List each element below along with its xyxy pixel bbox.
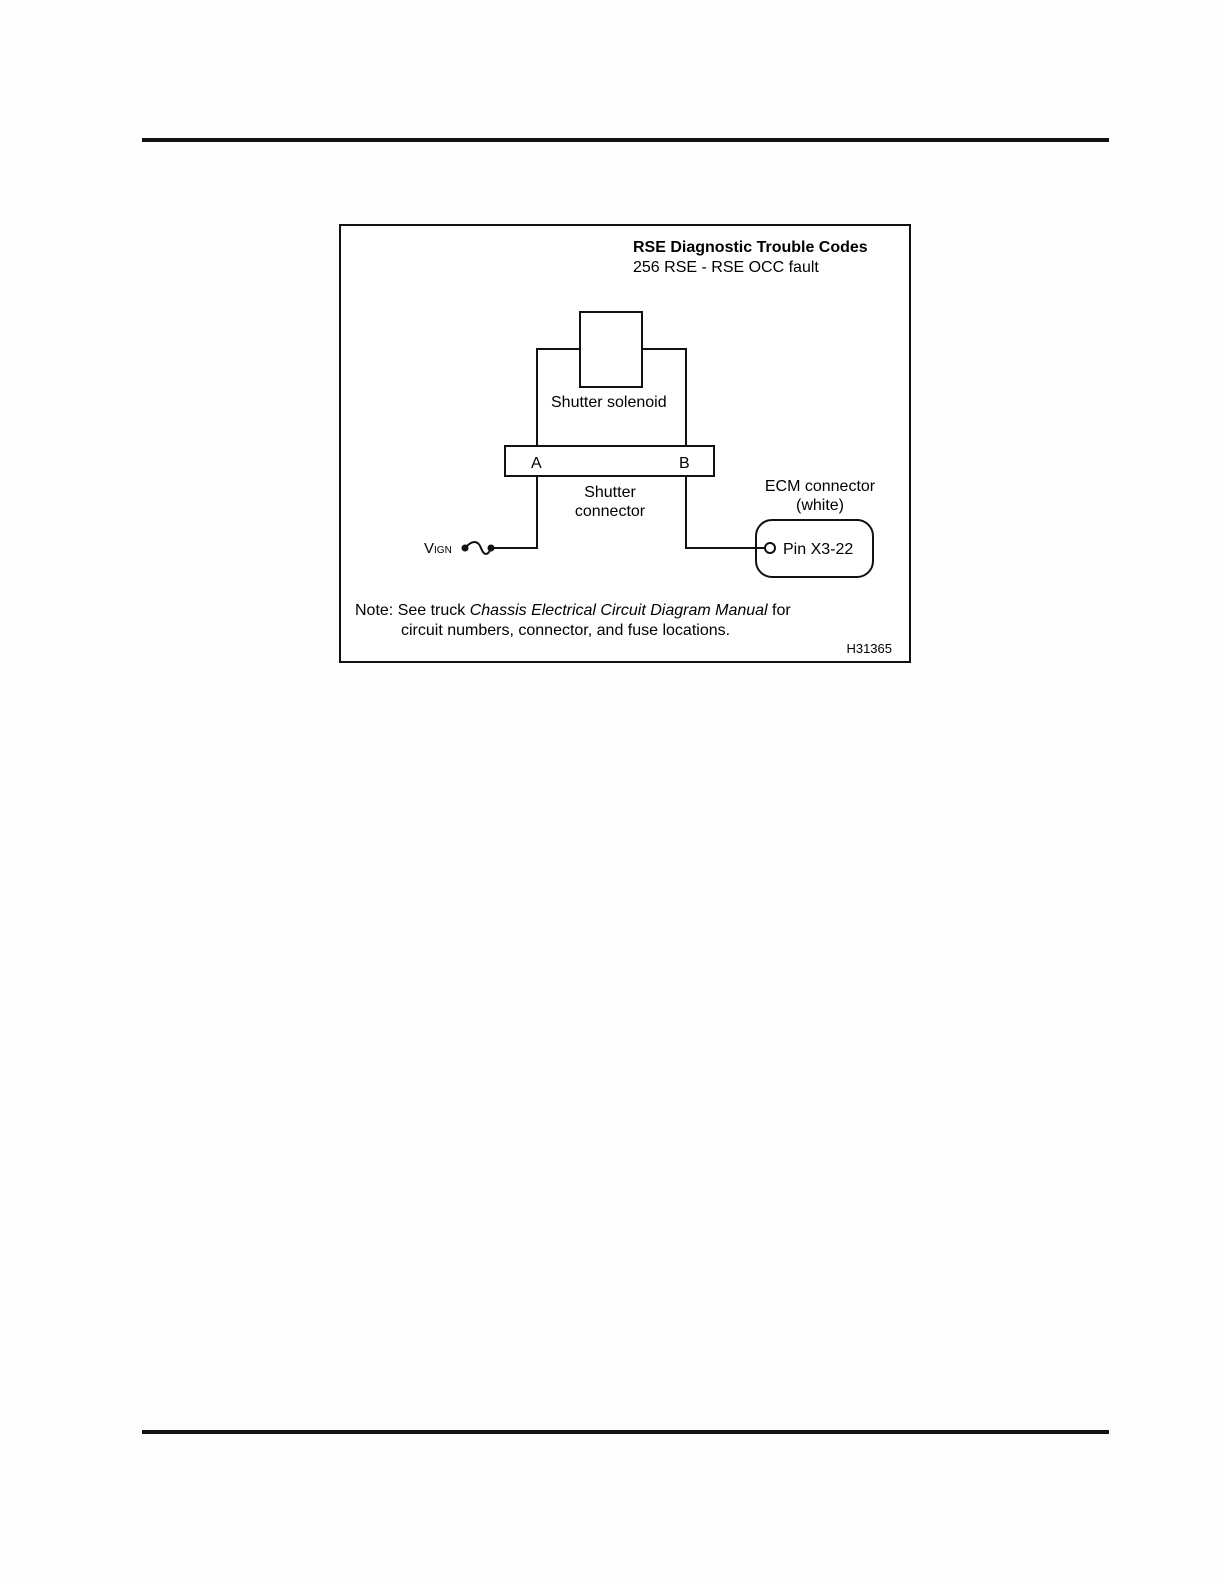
top-rule [142, 138, 1109, 142]
shutter-solenoid-box [580, 312, 642, 387]
wire-a-to-vign [491, 476, 537, 548]
note-line-2: circuit numbers, connector, and fuse loc… [401, 621, 730, 640]
wiring-diagram: RSE Diagnostic Trouble Codes 256 RSE - R… [339, 224, 911, 663]
fuse-symbol [465, 542, 491, 554]
fuse-terminal-left [462, 545, 469, 552]
bottom-rule [142, 1430, 1109, 1434]
note-line-1: Note: See truck Chassis Electrical Circu… [355, 601, 791, 620]
fuse-terminal-right [488, 545, 495, 552]
circuit-drawing [341, 226, 909, 661]
note-prefix: Note: See truck [355, 602, 470, 619]
pin-a-label: A [531, 454, 542, 473]
diagram-subtitle: 256 RSE - RSE OCC fault [633, 258, 819, 277]
ecm-pin-terminal [765, 543, 775, 553]
figure-id: H31365 [846, 639, 892, 658]
diagram-title: RSE Diagnostic Trouble Codes [633, 238, 868, 257]
note-suffix: for [768, 602, 791, 619]
ecm-pin-label: Pin X3-22 [783, 540, 853, 559]
ecm-connector-label: ECM connector (white) [751, 477, 889, 515]
vign-label: VIGN [424, 539, 452, 560]
vign-main: V [424, 540, 434, 557]
shutter-solenoid-label: Shutter solenoid [551, 393, 667, 412]
shutter-connector-label: Shutter connector [566, 483, 654, 521]
note-manual-title: Chassis Electrical Circuit Diagram Manua… [470, 602, 768, 619]
vign-subscript: IGN [434, 545, 452, 556]
pin-b-label: B [679, 454, 690, 473]
